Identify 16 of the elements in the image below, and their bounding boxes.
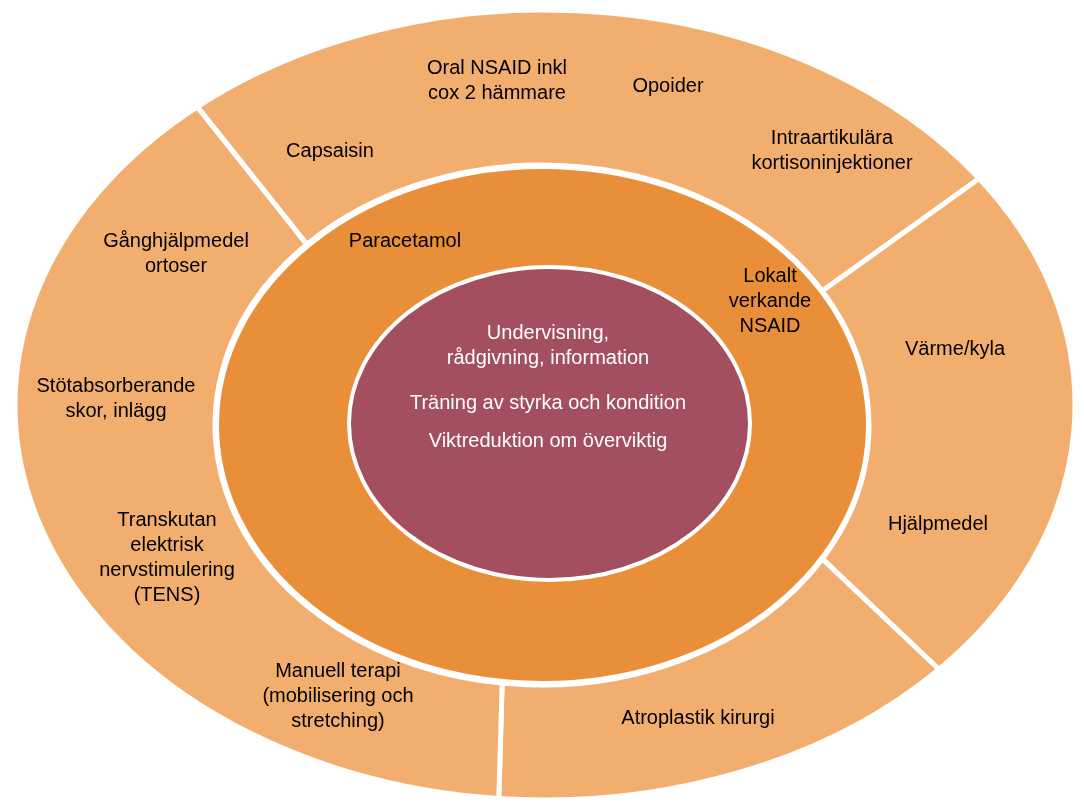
item-label: Intraartikulära kortisoninjektioner (750, 125, 914, 175)
item-label: Opoider (631, 72, 705, 98)
item-label: Oral NSAID inkl cox 2 hämmare (426, 55, 568, 105)
item-label: Stötabsorberande skor, inlägg (35, 373, 197, 423)
item-label: Värme/kyla (904, 335, 1006, 361)
item-label: Paracetamol (347, 227, 463, 253)
item-label: Gånghjälpmedel ortoser (102, 228, 250, 278)
item-label: Träning av styrka och kondition (408, 389, 688, 415)
item-label: Transkutan elektrisk nervstimulering (TENS) (98, 507, 236, 607)
item-label: Viktreduktion om överviktig (427, 427, 669, 453)
item-label: Undervisning, rådgivning, information (445, 320, 651, 370)
item-label: Manuell terapi (mobilisering och stretching) (261, 657, 415, 733)
item-label: Lokalt verkande NSAID (727, 262, 813, 338)
item-label: Hjälpmedel (886, 510, 990, 536)
item-label: Capsaisin (285, 137, 375, 163)
item-label: Atroplastik kirurgi (620, 704, 776, 730)
